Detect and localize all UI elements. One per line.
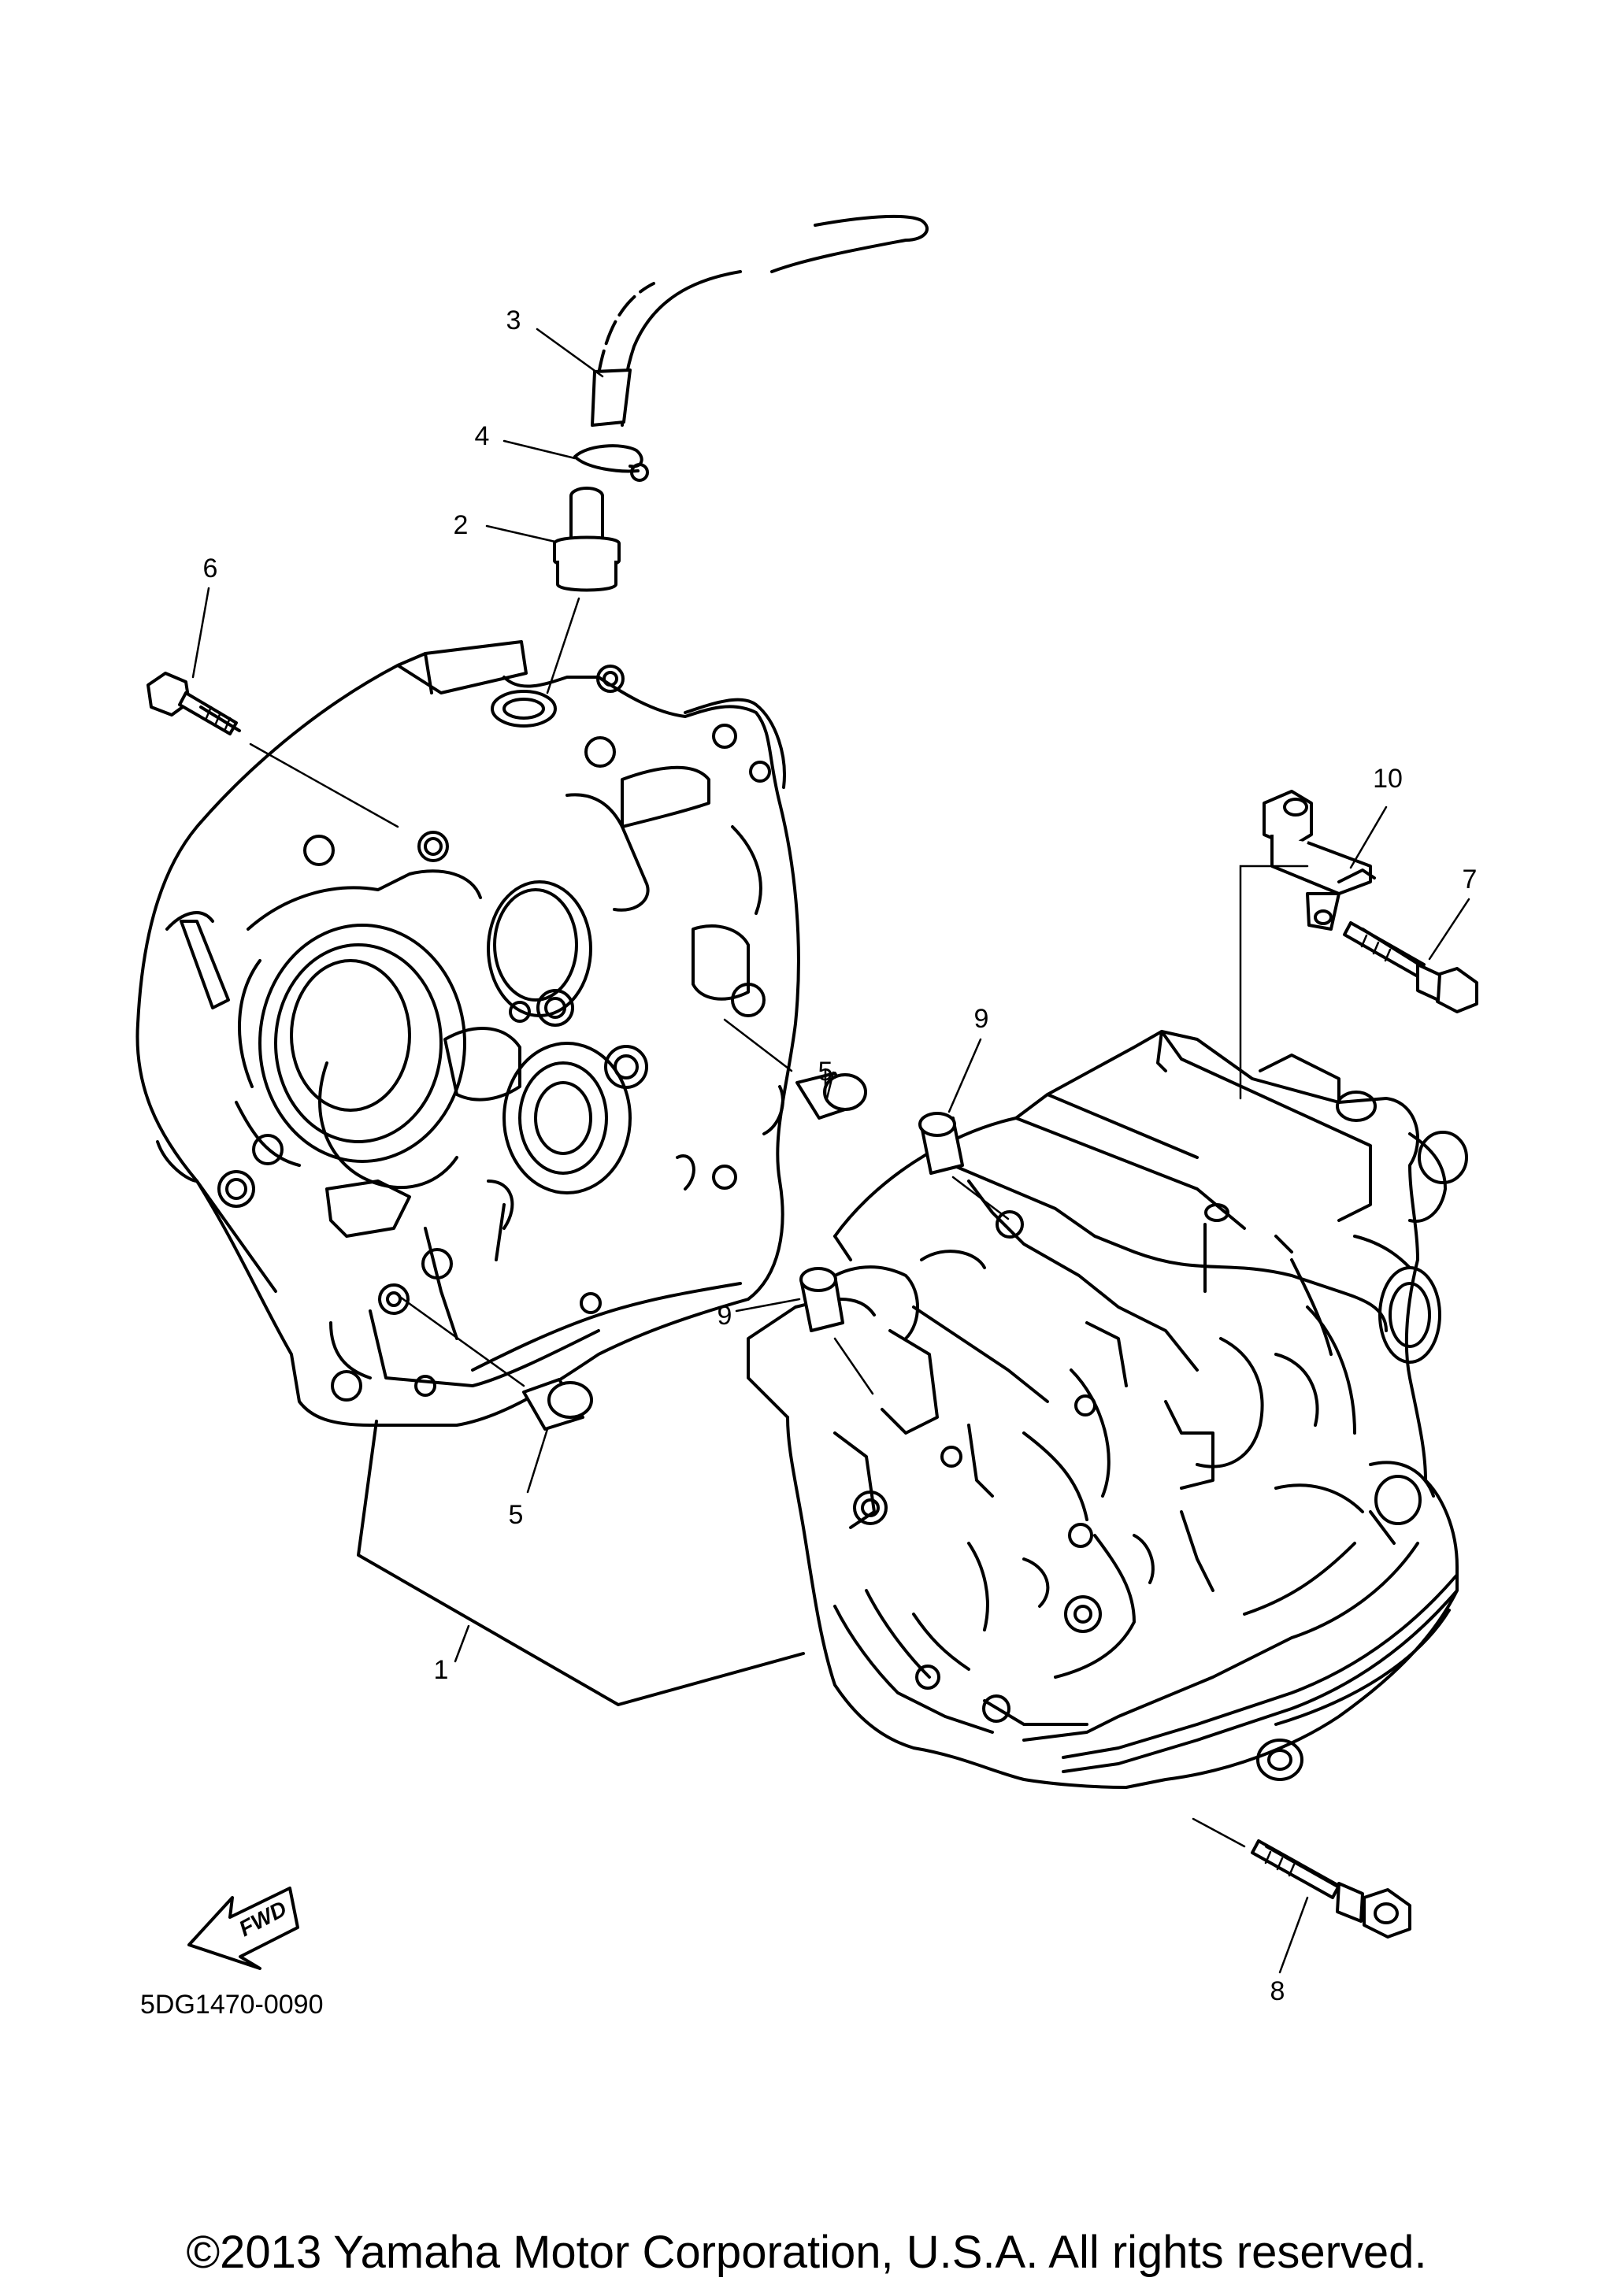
leader-6-crankcase: [249, 742, 399, 828]
bracket: [1263, 790, 1376, 931]
bolt-right-upper: [1343, 921, 1478, 1013]
leader-5a-crankcase: [723, 1018, 793, 1072]
leader-1-bracket: [357, 1420, 805, 1706]
leader-9b-crankcase: [833, 1337, 874, 1395]
fwd-arrow-icon: FWD: [187, 1887, 299, 1970]
callout-9b: 9: [718, 1301, 732, 1331]
leader-9a: [947, 1038, 982, 1113]
copyright-notice: ©2013 Yamaha Motor Corporation, U.S.A. A…: [186, 2227, 1427, 2278]
leader-7: [1428, 898, 1470, 961]
leader-9a-crankcase: [951, 1176, 1010, 1220]
leader-5a: [825, 1071, 835, 1100]
union-fitting: [553, 487, 621, 592]
callout-10: 10: [1373, 764, 1403, 794]
diagram-code: 5DG1470-0090: [140, 1990, 324, 2020]
callout-4: 4: [475, 421, 490, 451]
callout-8: 8: [1270, 1976, 1285, 2006]
callout-9a: 9: [974, 1004, 989, 1034]
leader-1: [454, 1624, 470, 1663]
breather-hose: [591, 214, 929, 427]
leader-8: [1278, 1896, 1309, 1974]
callout-2: 2: [454, 510, 469, 540]
bolt-right-lower: [1192, 1817, 1411, 1939]
hose-clip: [573, 444, 649, 482]
leader-10: [1349, 805, 1388, 869]
callout-5a: 5: [818, 1057, 833, 1087]
callout-1: 1: [434, 1655, 449, 1685]
bolt-left: [146, 672, 241, 735]
leader-3: [536, 328, 604, 378]
leader-6: [191, 587, 210, 679]
callout-6: 6: [203, 554, 218, 583]
leader-5b-crankcase: [396, 1294, 525, 1387]
leader-10-crankcase: [1239, 865, 1309, 1100]
leader-4: [502, 439, 577, 460]
dowel-pin-right-upper: [918, 1112, 964, 1175]
leader-9b: [735, 1298, 801, 1313]
dowel-pin-lower: [522, 1378, 593, 1431]
right-crankcase: [747, 1030, 1468, 1789]
leader-2: [485, 524, 557, 543]
dowel-pin-right-lower: [799, 1267, 844, 1332]
callout-7: 7: [1463, 865, 1478, 894]
leader-5b: [526, 1428, 549, 1494]
leader-2-crankcase: [546, 597, 580, 694]
left-crankcase: [135, 640, 800, 1427]
callout-5b: 5: [509, 1500, 524, 1530]
callout-3: 3: [506, 306, 521, 335]
